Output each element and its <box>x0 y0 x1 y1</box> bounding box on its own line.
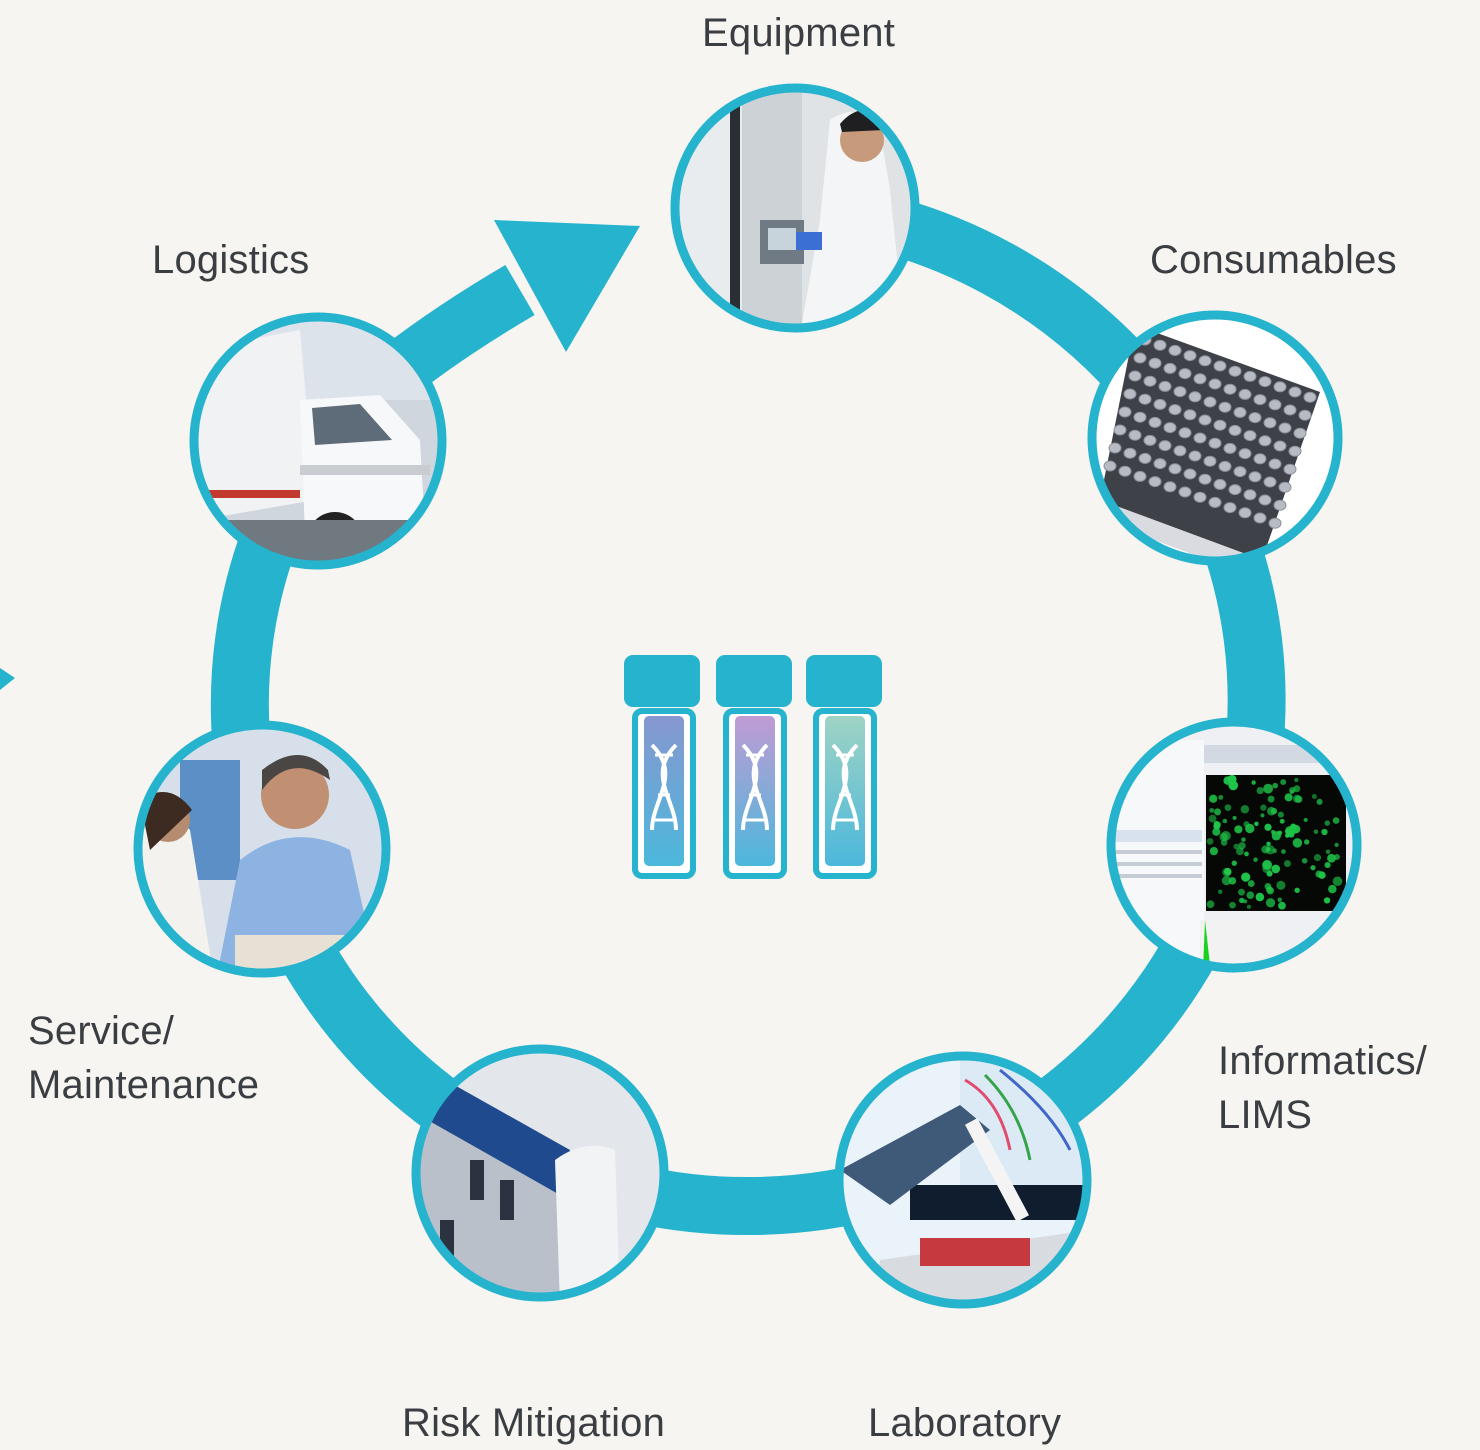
label-informatics-line-1: Informatics/ <box>1218 1039 1428 1083</box>
label-service-maintenance: Service/ Maintenance <box>28 1004 259 1112</box>
label-service-line-1: Service/ <box>28 1009 175 1053</box>
label-laboratory: Laboratory <box>868 1401 1062 1445</box>
equipment-photo <box>670 83 920 333</box>
logistics-photo <box>189 312 447 570</box>
service-photo <box>133 720 391 978</box>
label-risk-mitigation: Risk Mitigation <box>402 1401 666 1445</box>
label-informatics-line-2: LIMS <box>1218 1093 1313 1137</box>
label-service-line-2: Maintenance <box>28 1063 260 1107</box>
label-consumables: Consumables <box>1150 238 1397 282</box>
laboratory-photo <box>834 1051 1092 1309</box>
risk-mitigation-photo <box>411 1044 669 1302</box>
label-logistics: Logistics <box>152 238 310 282</box>
informatics-photo <box>1106 717 1362 973</box>
vial-3 <box>806 655 882 879</box>
vial-2 <box>716 655 792 879</box>
arrow-tip-icon <box>0 668 15 690</box>
vial-1 <box>624 655 700 879</box>
label-equipment: Equipment <box>702 11 896 55</box>
label-informatics: Informatics/ LIMS <box>1218 1034 1427 1142</box>
ring-arc-bottom <box>234 837 1262 1236</box>
consumables-photo <box>1087 310 1343 566</box>
cycle-arrow-head-icon <box>494 220 640 352</box>
sample-vials-dna-icon <box>624 655 882 879</box>
